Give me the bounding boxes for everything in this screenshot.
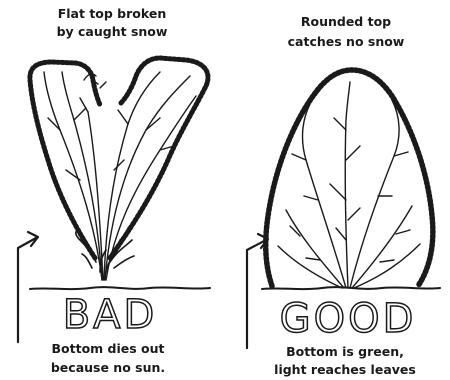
good-bottom-caption-line-2: light reaches leaves: [274, 362, 416, 377]
bad-bottom-caption-line-2: because no sun.: [51, 360, 165, 375]
bad-right-lobe-outline: [110, 58, 208, 258]
bad-ground-line: [30, 287, 210, 289]
bad-label: BAD: [63, 292, 158, 338]
bad-hedge-panel: Flat top broken by caught snow: [18, 6, 210, 375]
good-ground-line: [262, 287, 440, 289]
good-sunlight-arrow: [247, 240, 266, 348]
good-top-caption-line-1: Rounded top: [301, 14, 391, 29]
bad-top-caption-line-1: Flat top broken: [58, 6, 167, 21]
good-label: GOOD: [280, 296, 417, 342]
good-hedge-drawing: [266, 70, 433, 288]
good-hedge-outline: [266, 70, 433, 286]
bad-bottom-caption-line-1: Bottom dies out: [52, 341, 165, 356]
bad-hedge-drawing: [30, 58, 208, 280]
good-bottom-caption-line-1: Bottom is green,: [286, 344, 404, 359]
bad-top-caption-line-2: by caught snow: [57, 24, 168, 39]
bad-left-lobe-outline: [30, 62, 100, 258]
good-hedge-panel: Rounded top catches no snow GOOD Bottom …: [247, 14, 440, 377]
good-top-caption-line-2: catches no snow: [288, 34, 405, 49]
bad-sunlight-arrow: [18, 238, 36, 342]
